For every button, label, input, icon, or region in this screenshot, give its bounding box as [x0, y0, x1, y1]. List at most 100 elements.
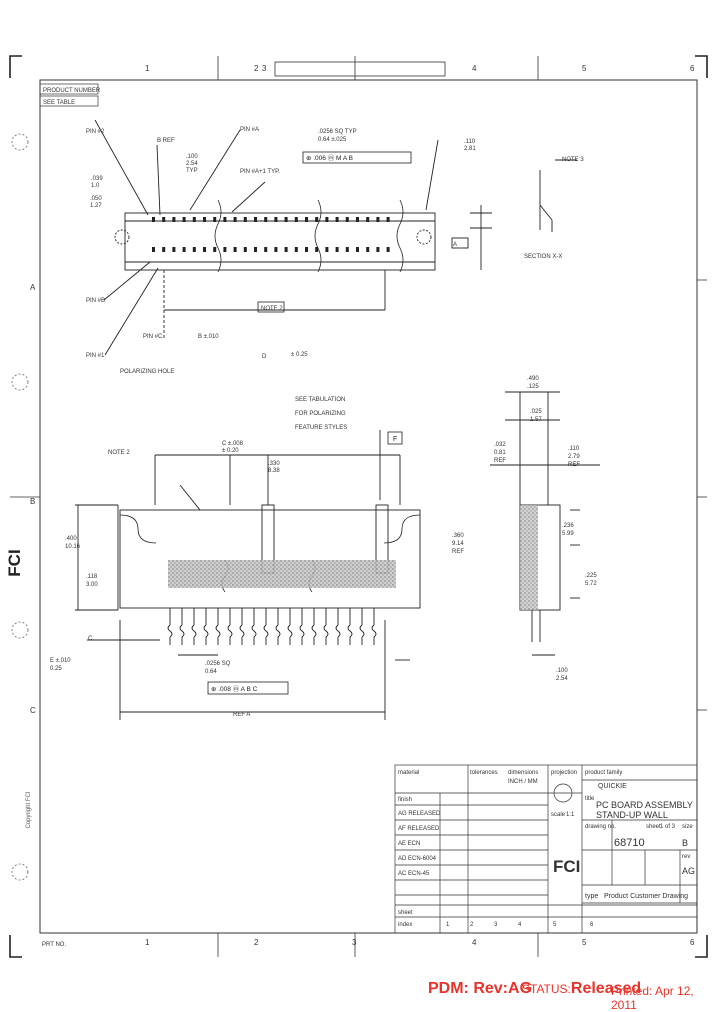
- zone-left-c: C: [30, 706, 36, 715]
- label-pin-a: PIN #A: [240, 127, 259, 133]
- label-dim-914: 9.14: [452, 541, 464, 547]
- pin-contact: [376, 217, 380, 222]
- pin-contact: [182, 247, 186, 252]
- zone-bottom-5: 5: [582, 938, 587, 947]
- pin-contact: [203, 247, 206, 252]
- side-view: [490, 391, 600, 656]
- fci-logo-left: FCI: [5, 549, 24, 576]
- label-b-dim: B ±.010: [198, 334, 219, 340]
- front-pin-tail: [287, 608, 293, 645]
- tb-idx-5: 5: [553, 922, 557, 928]
- label-pin-a-plus1: PIN #A+1 TYP.: [240, 169, 280, 175]
- tb-fci-logo: FCI: [553, 857, 580, 876]
- datum-f: F: [393, 436, 397, 443]
- zone-top-2: 2: [254, 64, 259, 73]
- label-dim-125: .125: [527, 384, 539, 390]
- tb-title-line-2: STAND-UP WALL: [596, 810, 668, 820]
- pin-contact: [243, 247, 247, 252]
- label-typ: TYP: [186, 168, 198, 174]
- pin-contact: [284, 247, 288, 252]
- pin-contact: [366, 217, 370, 222]
- zone-top-3: 3: [262, 64, 267, 73]
- tb-size-value: B: [682, 838, 688, 848]
- tb-type-label: type: [585, 893, 598, 900]
- status-line: STATUS:Released: [522, 980, 641, 1004]
- gdt-front-text: ⊕ .008 ⓜ A B C: [211, 685, 258, 693]
- label-dim-025: .025: [530, 409, 542, 415]
- label-dim-360: .360: [452, 533, 464, 539]
- label-dim-110: .110: [464, 139, 476, 145]
- pin-contact: [376, 247, 380, 252]
- label-pin-b: PIN #B: [86, 298, 105, 304]
- label-dim-490: .490: [527, 376, 539, 382]
- tb-rev-row-5: AC ECN-45: [398, 871, 430, 877]
- front-pin-tail: [227, 608, 233, 645]
- front-pin-tail: [179, 608, 185, 645]
- label-pin2: PIN #2: [86, 129, 105, 135]
- tb-sheet-value: 1 of 3: [660, 824, 676, 830]
- front-pin-tail: [359, 608, 365, 645]
- tb-tolerances: tolerances: [470, 770, 498, 776]
- label-contact-dim-mm: 0.64 ±.025: [318, 137, 347, 143]
- pin-contact: [223, 217, 227, 222]
- pin-contact: [152, 247, 155, 252]
- label-pin1: PIN #1: [86, 353, 105, 359]
- label-dim-400: .400: [65, 536, 77, 542]
- label-b-dim-mm: ± 0.25: [291, 352, 308, 358]
- mount-hole-right: [416, 229, 432, 245]
- zone-bottom-3: 3: [352, 938, 357, 947]
- side-view-labels: .490 .125 .025 1.57 .032 0.81 REF .110 2…: [494, 376, 597, 682]
- label-note3: NOTE 3: [562, 157, 584, 163]
- pin-contact: [264, 247, 268, 252]
- top-view-labels: PIN #2 B REF PIN #A .100 2.54 TYP PIN #A…: [86, 127, 584, 375]
- gdt-top-text: ⊕ .006 ⓜ M A B: [306, 154, 353, 162]
- pin-contact: [325, 247, 329, 252]
- label-dim-1016: 10.16: [65, 544, 81, 550]
- frame-corners: [9, 55, 708, 958]
- pin-contact: [162, 217, 166, 222]
- pin-contact: [335, 247, 339, 252]
- zone-bottom-2: 2: [254, 938, 259, 947]
- tb-index-row: index: [398, 922, 412, 928]
- pin-contact: [172, 247, 176, 252]
- datum-boxes: F ⊕ .008 ⓜ A B C: [207, 431, 403, 695]
- front-pin-tail: [323, 608, 329, 645]
- label-dim-330: .330: [268, 461, 280, 467]
- label-contact-front-mm: 0.64: [205, 669, 217, 675]
- pin-contact: [254, 247, 257, 252]
- front-pin-tail: [371, 608, 377, 645]
- label-dim-032: .032: [494, 442, 506, 448]
- gdt-frame-top: ⊕ .006 ⓜ M A B: [257, 151, 412, 313]
- tb-rev-row-3: AE ECN: [398, 841, 420, 847]
- label-ref-a: REF A: [233, 712, 250, 718]
- front-pin-tail: [311, 608, 317, 645]
- label-dim-600: 5.99: [562, 531, 574, 537]
- tb-type-value: Product Customer Drawing: [604, 893, 688, 900]
- label-pin1-dim: .039: [91, 176, 103, 182]
- label-pin-c: PIN #C: [143, 334, 163, 340]
- pin-contact: [213, 247, 217, 252]
- top-title-box: [274, 61, 446, 77]
- tb-scale-value: 1:1: [566, 812, 575, 818]
- label-dim-281: 2.81: [464, 146, 476, 152]
- front-pin-tail: [275, 608, 281, 645]
- label-dim-157: 1.57: [530, 417, 542, 423]
- zone-left-b: B: [30, 497, 35, 506]
- front-note-2: FOR POLARIZING: [295, 411, 346, 417]
- label-c-dim-mm: ± 0.20: [222, 448, 239, 454]
- label-b-ref: B REF: [157, 138, 175, 144]
- label-contact-dim: .0256 SQ TYP: [318, 129, 357, 135]
- label-c-dim: C ±.008: [222, 441, 244, 447]
- label-dim-225: .225: [585, 573, 597, 579]
- pin-contact: [366, 247, 370, 252]
- front-pin-tail: [263, 608, 269, 645]
- label-dim-100: .100: [186, 154, 198, 160]
- label-datum-a: A: [453, 242, 457, 248]
- tb-idx-4: 4: [518, 922, 522, 928]
- label-dim-254: 2.54: [186, 161, 198, 167]
- tb-dimensions: dimensions: [508, 770, 538, 776]
- label-d: D: [262, 354, 267, 360]
- label-dim-081: 0.81: [494, 450, 506, 456]
- pin-contact: [172, 217, 176, 222]
- label-dim-838: 8.38: [268, 468, 280, 474]
